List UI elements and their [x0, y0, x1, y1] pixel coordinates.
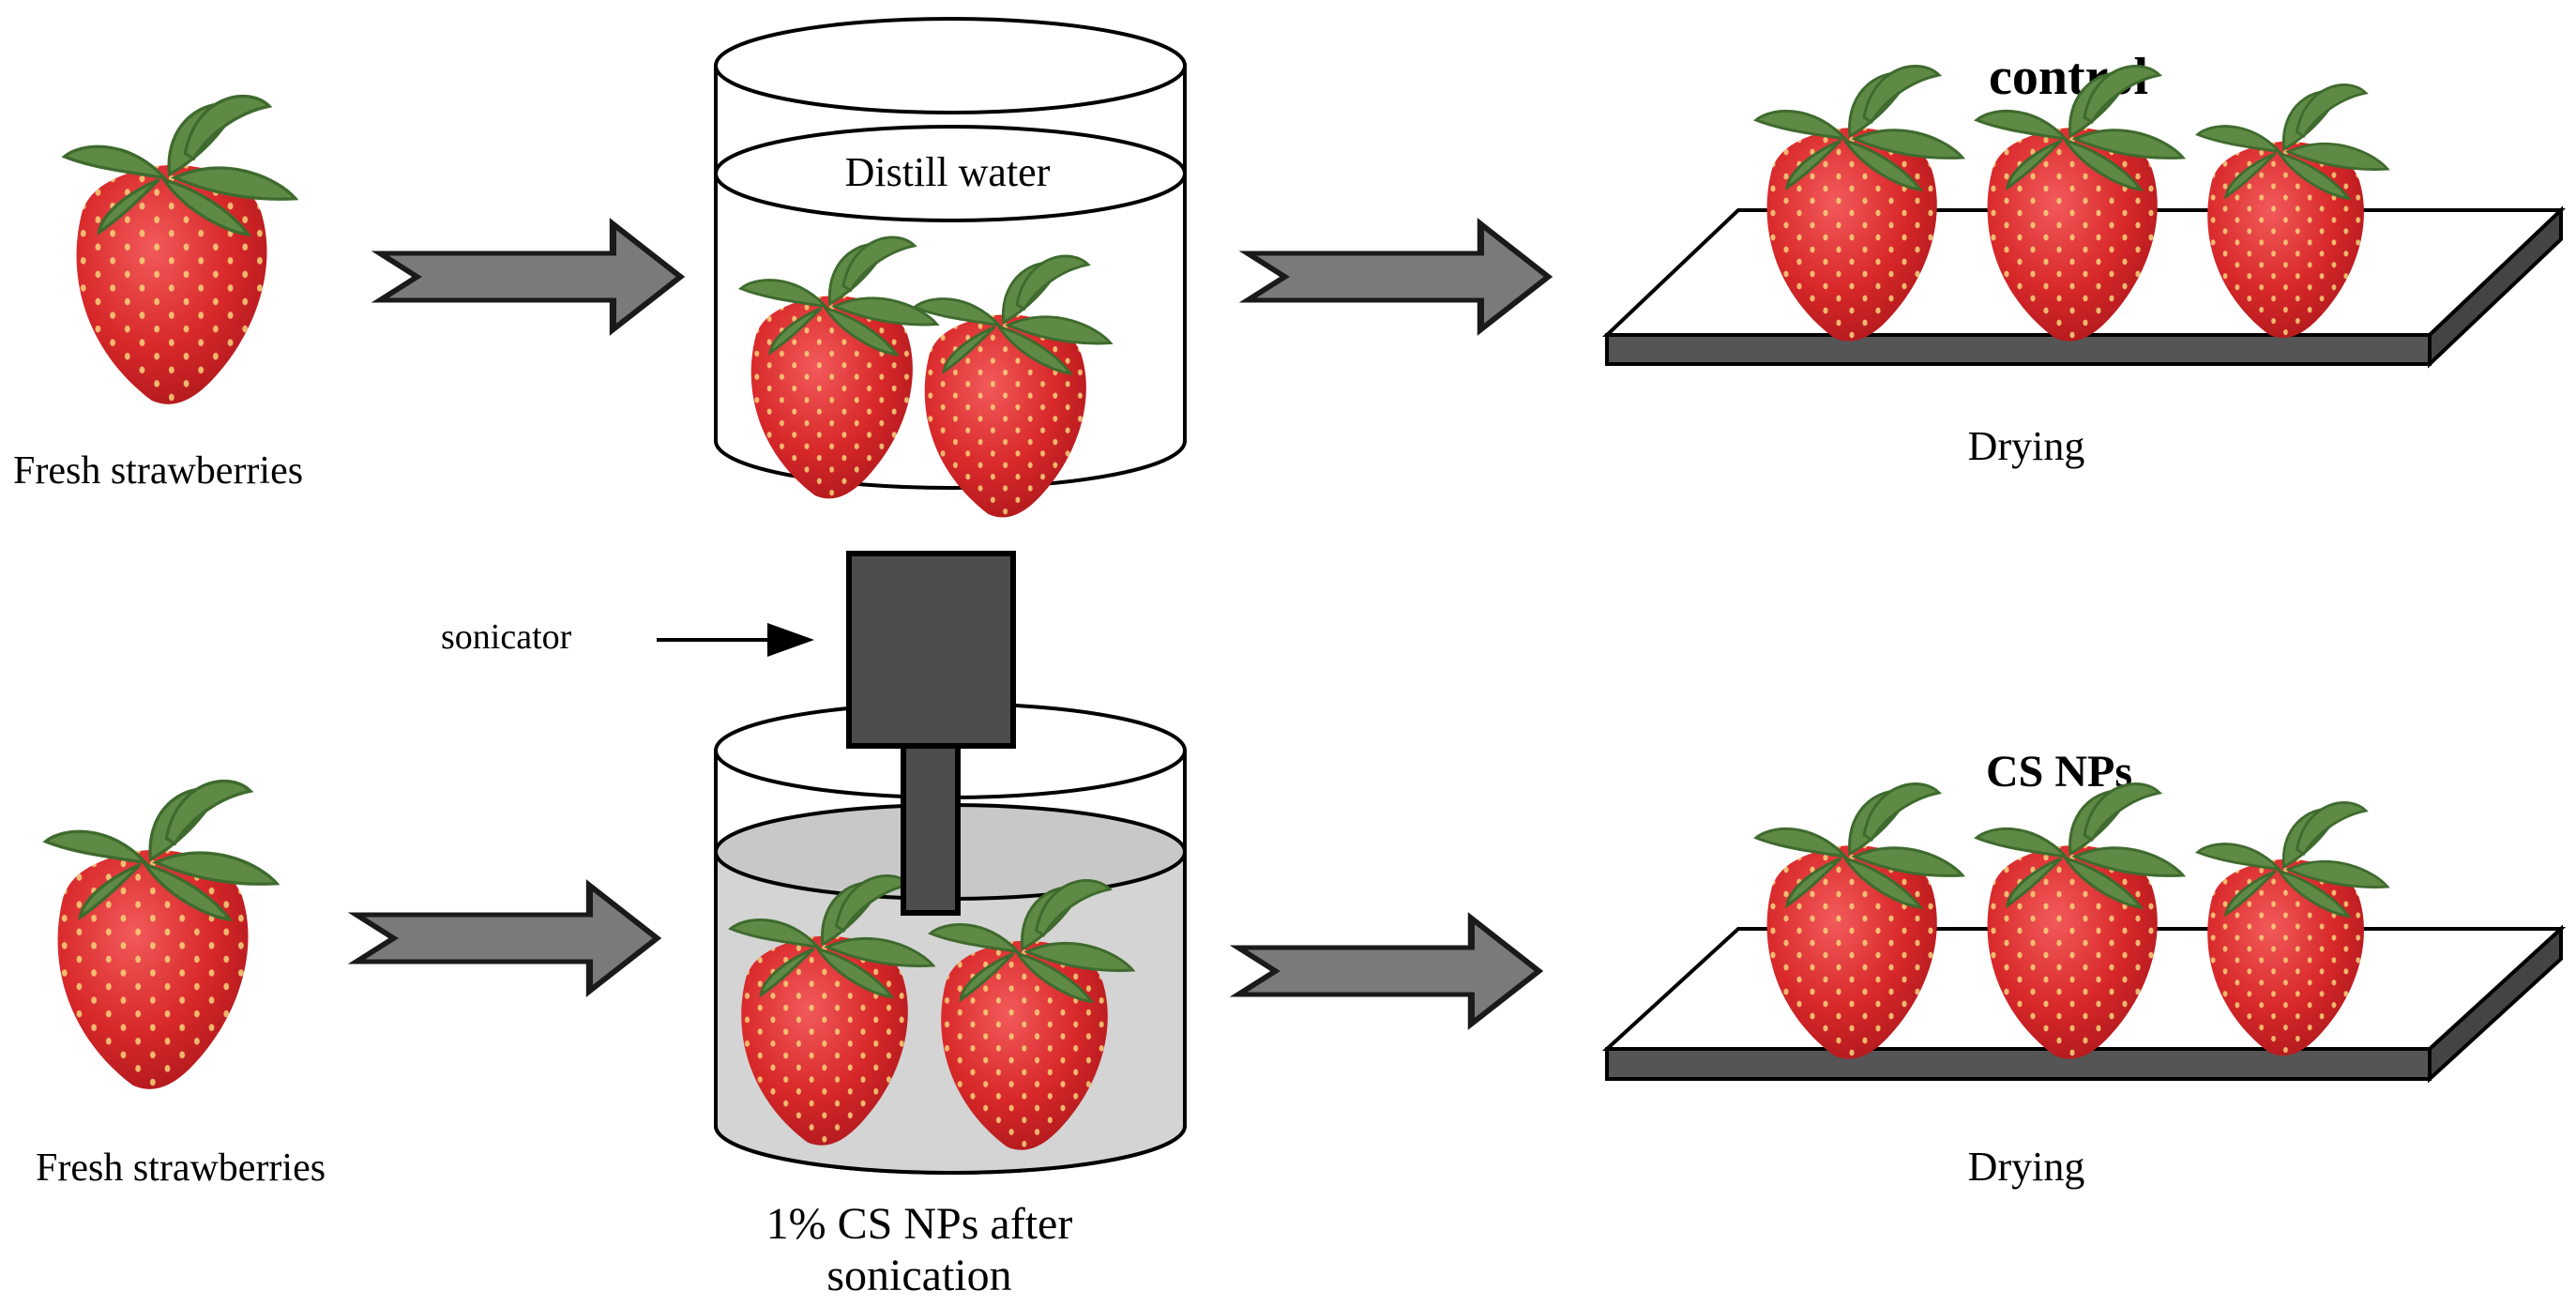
cs-nps-solution-label-line1: 1% CS NPs after [766, 1199, 1073, 1249]
arrow-bottom-2 [1238, 919, 1538, 1025]
cs-nps-solution-label-line2: sonication [826, 1251, 1011, 1300]
fresh-strawberries-label-top: Fresh strawberries [13, 449, 303, 493]
sonicator-device [846, 551, 1016, 916]
sonicator-pointer-arrow [657, 623, 814, 657]
fresh-strawberry-top [62, 94, 297, 406]
cs-nps-beaker [714, 702, 1187, 1175]
arrow-top-2 [1248, 224, 1548, 330]
fresh-strawberry-bottom [43, 779, 279, 1091]
sonicator-label: sonicator [441, 617, 572, 657]
cs-nps-title: CS NPs [1986, 747, 2132, 797]
distill-water-label: Distill water [845, 149, 1051, 195]
drying-label-top: Drying [1968, 423, 2085, 469]
drying-label-bottom: Drying [1968, 1144, 2085, 1190]
distilled-water-beaker [714, 17, 1187, 519]
fresh-strawberries-label-bottom: Fresh strawberries [36, 1147, 326, 1190]
arrow-top-1 [380, 224, 680, 330]
arrow-bottom-1 [356, 886, 657, 992]
